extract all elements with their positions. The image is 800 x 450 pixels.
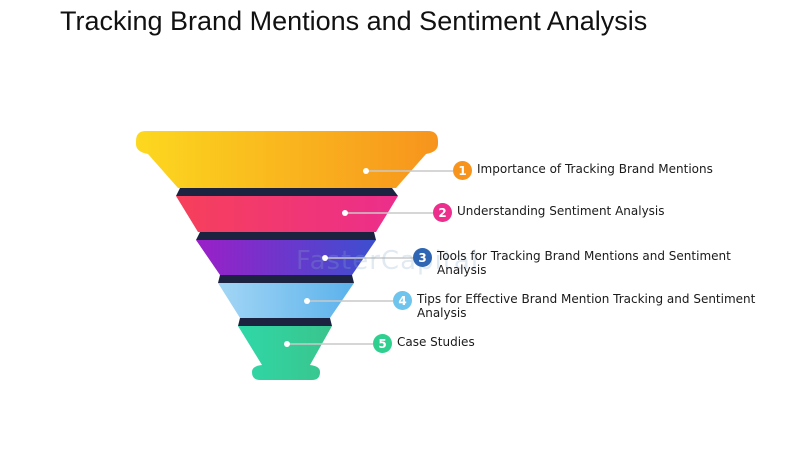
funnel-segment-1 bbox=[136, 131, 438, 188]
funnel-segment-3 bbox=[196, 240, 376, 275]
step-label-1: Importance of Tracking Brand Mentions bbox=[477, 162, 713, 176]
funnel-back-face-3 bbox=[218, 275, 354, 283]
funnel-segment-5 bbox=[238, 326, 332, 380]
list-item-2: 2 Understanding Sentiment Analysis bbox=[433, 203, 665, 222]
step-badge-4: 4 bbox=[393, 291, 412, 310]
funnel-segment-4 bbox=[218, 283, 354, 318]
connector-dot-3 bbox=[322, 255, 328, 261]
page-title: Tracking Brand Mentions and Sentiment An… bbox=[60, 6, 648, 36]
step-badge-5: 5 bbox=[373, 334, 392, 353]
list-item-4: 4 Tips for Effective Brand Mention Track… bbox=[393, 291, 757, 320]
funnel-back-face-1 bbox=[176, 188, 398, 196]
funnel-segment-2 bbox=[176, 196, 398, 232]
step-badge-2: 2 bbox=[433, 203, 452, 222]
connector-dot-2 bbox=[342, 210, 348, 216]
connector-dot-4 bbox=[304, 298, 310, 304]
step-badge-1: 1 bbox=[453, 161, 472, 180]
list-item-5: 5 Case Studies bbox=[373, 334, 475, 353]
connector-dot-1 bbox=[363, 168, 369, 174]
funnel-back-face-2 bbox=[196, 232, 376, 240]
step-label-4: Tips for Effective Brand Mention Trackin… bbox=[417, 292, 756, 320]
funnel-back-face-4 bbox=[238, 318, 332, 326]
step-label-2: Understanding Sentiment Analysis bbox=[457, 204, 665, 218]
list-item-3: 3 Tools for Tracking Brand Mentions and … bbox=[413, 248, 737, 277]
list-item-1: 1 Importance of Tracking Brand Mentions bbox=[453, 161, 713, 180]
watermark: FasterCapital bbox=[296, 246, 480, 276]
step-badge-3: 3 bbox=[413, 248, 432, 267]
step-label-5: Case Studies bbox=[397, 335, 475, 349]
step-label-3: Tools for Tracking Brand Mentions and Se… bbox=[437, 249, 731, 277]
connector-dot-5 bbox=[284, 341, 290, 347]
